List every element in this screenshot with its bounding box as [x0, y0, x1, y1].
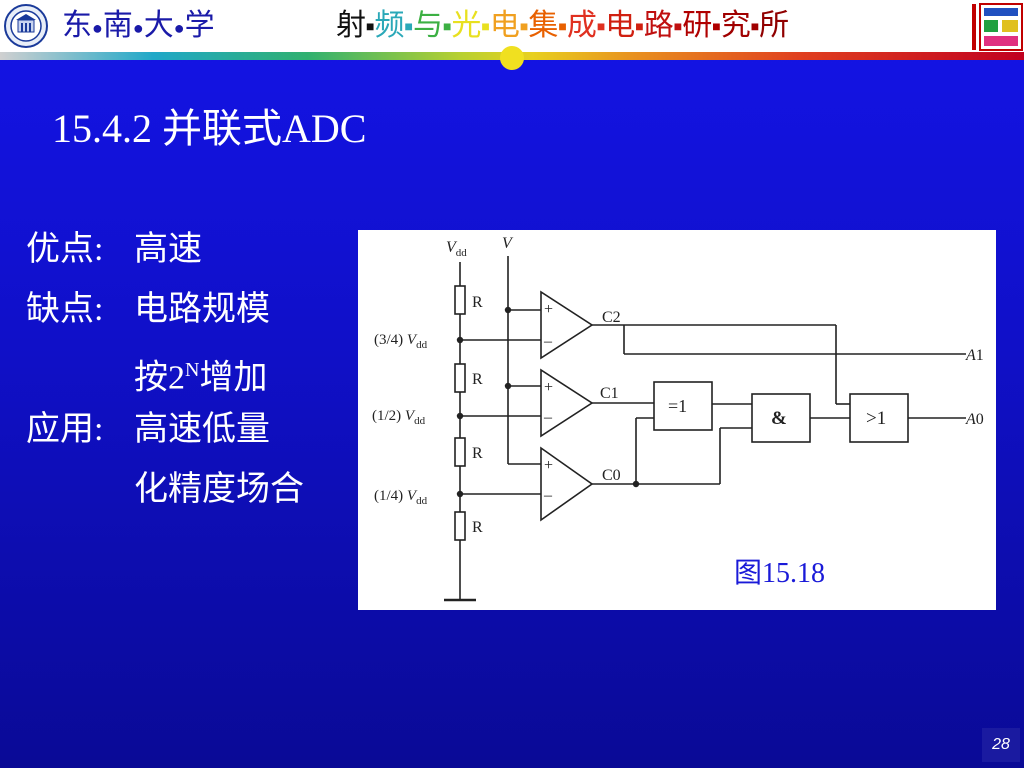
pros-label: 优点:: [26, 231, 104, 268]
comparator-label-c0: C0: [602, 467, 621, 484]
institute-char-2: 频: [374, 9, 405, 42]
institute-char-1: 射: [336, 9, 366, 42]
cons-text: 电路规模: [134, 291, 270, 328]
c2-plus-sign: +: [544, 301, 553, 318]
univ-char-2: 南: [102, 9, 133, 42]
page-number: 28: [982, 728, 1020, 762]
vdd-top-label: Vdd: [446, 239, 467, 259]
resistor-2: [454, 363, 466, 393]
tap-label-3-4: (3/4) Vdd: [374, 332, 428, 351]
tap-label-1-2: (1/2) Vdd: [372, 408, 426, 427]
institute-char-7: 成: [566, 9, 597, 42]
cons-growth-exponent: N: [185, 359, 200, 381]
yellow-circle-decoration: [500, 46, 524, 70]
separator-square: ■: [404, 20, 413, 36]
resistor-label-2: R: [472, 371, 483, 388]
header-bar: 东●南●大●学 射■频■与■光■电■集■成■电■路■研■究■所: [0, 0, 1024, 52]
adc-circuit-diagram: Vdd V R R R R (3/4) Vdd (1/2) Vdd (1/4) …: [372, 235, 984, 602]
junction-dots: [456, 306, 640, 498]
xor-gate: [653, 381, 713, 431]
cons-text-growth: 按2N增加: [134, 350, 267, 398]
or-gate: [849, 393, 909, 443]
univ-char-4: 学: [184, 9, 215, 42]
separator-square: ■: [442, 20, 452, 36]
separator-square: ■: [519, 20, 529, 36]
separator-square: ■: [712, 20, 721, 36]
c0-minus-sign: –: [543, 487, 553, 504]
university-logo: [4, 4, 48, 48]
app-label: 应用:: [26, 411, 104, 448]
resistor-4: [454, 511, 466, 541]
resistor-3: [454, 437, 466, 467]
separator-square: ■: [750, 20, 760, 36]
or-gate-label: >1: [866, 408, 886, 429]
resistor-label-3: R: [472, 445, 483, 462]
univ-char-1: 东: [62, 9, 92, 42]
comparator-c0: [540, 446, 594, 522]
app-text: 高速低量: [134, 411, 270, 448]
comparator-c2: [540, 290, 594, 360]
xor-gate-label: =1: [668, 396, 687, 416]
institute-char-12: 所: [759, 9, 790, 42]
institute-char-5: 电: [489, 9, 520, 42]
separator-square: ■: [366, 20, 375, 36]
cons-label: 缺点:: [26, 291, 104, 328]
and-gate: [751, 393, 811, 443]
slide-title: 15.4.2 并联式ADC: [52, 106, 367, 151]
resistor-label-4: R: [472, 519, 483, 536]
comparator-label-c1: C1: [600, 385, 619, 402]
institute-char-3: 与: [412, 9, 443, 42]
institute-logo: [972, 3, 1023, 51]
institute-char-6: 集: [528, 9, 559, 42]
institute-char-11: 究: [720, 9, 751, 42]
c1-plus-sign: +: [544, 379, 553, 396]
figure-caption: 图15.18: [734, 558, 825, 589]
cons-growth-post: 增加: [199, 359, 268, 397]
university-name: 东●南●大●学: [62, 9, 215, 42]
resistor-1: [454, 285, 466, 315]
separator-square: ■: [558, 20, 567, 36]
and-gate-label: &: [771, 408, 787, 429]
c2-minus-sign: –: [543, 333, 553, 350]
adc-circuit-figure: Vdd V R R R R (3/4) Vdd (1/2) Vdd (1/4) …: [358, 230, 996, 610]
pros-text: 高速: [134, 231, 202, 268]
output-a0-label: A0: [965, 411, 984, 428]
separator-square: ■: [635, 20, 644, 36]
c1-minus-sign: –: [543, 409, 553, 426]
separator-square: ■: [481, 20, 490, 36]
institute-char-9: 路: [643, 9, 674, 42]
comparator-label-c2: C2: [602, 309, 621, 326]
institute-char-10: 研: [682, 9, 713, 42]
separator-square: ■: [596, 20, 606, 36]
comparator-c1: [540, 368, 594, 438]
input-v-label: V: [502, 235, 514, 252]
tap-label-1-4: (1/4) Vdd: [374, 488, 428, 507]
resistor-label-1: R: [472, 294, 483, 311]
institute-char-8: 电: [605, 9, 636, 42]
institute-name: 射■频■与■光■电■集■成■电■路■研■究■所: [336, 6, 789, 48]
c0-plus-sign: +: [544, 457, 553, 474]
cons-growth-pre: 按2: [134, 359, 185, 397]
institute-char-4: 光: [451, 9, 482, 42]
univ-char-3: 大: [143, 9, 174, 42]
output-a1-label: A1: [965, 347, 984, 364]
separator-square: ■: [673, 20, 683, 36]
app-text-2: 化精度场合: [134, 471, 304, 508]
